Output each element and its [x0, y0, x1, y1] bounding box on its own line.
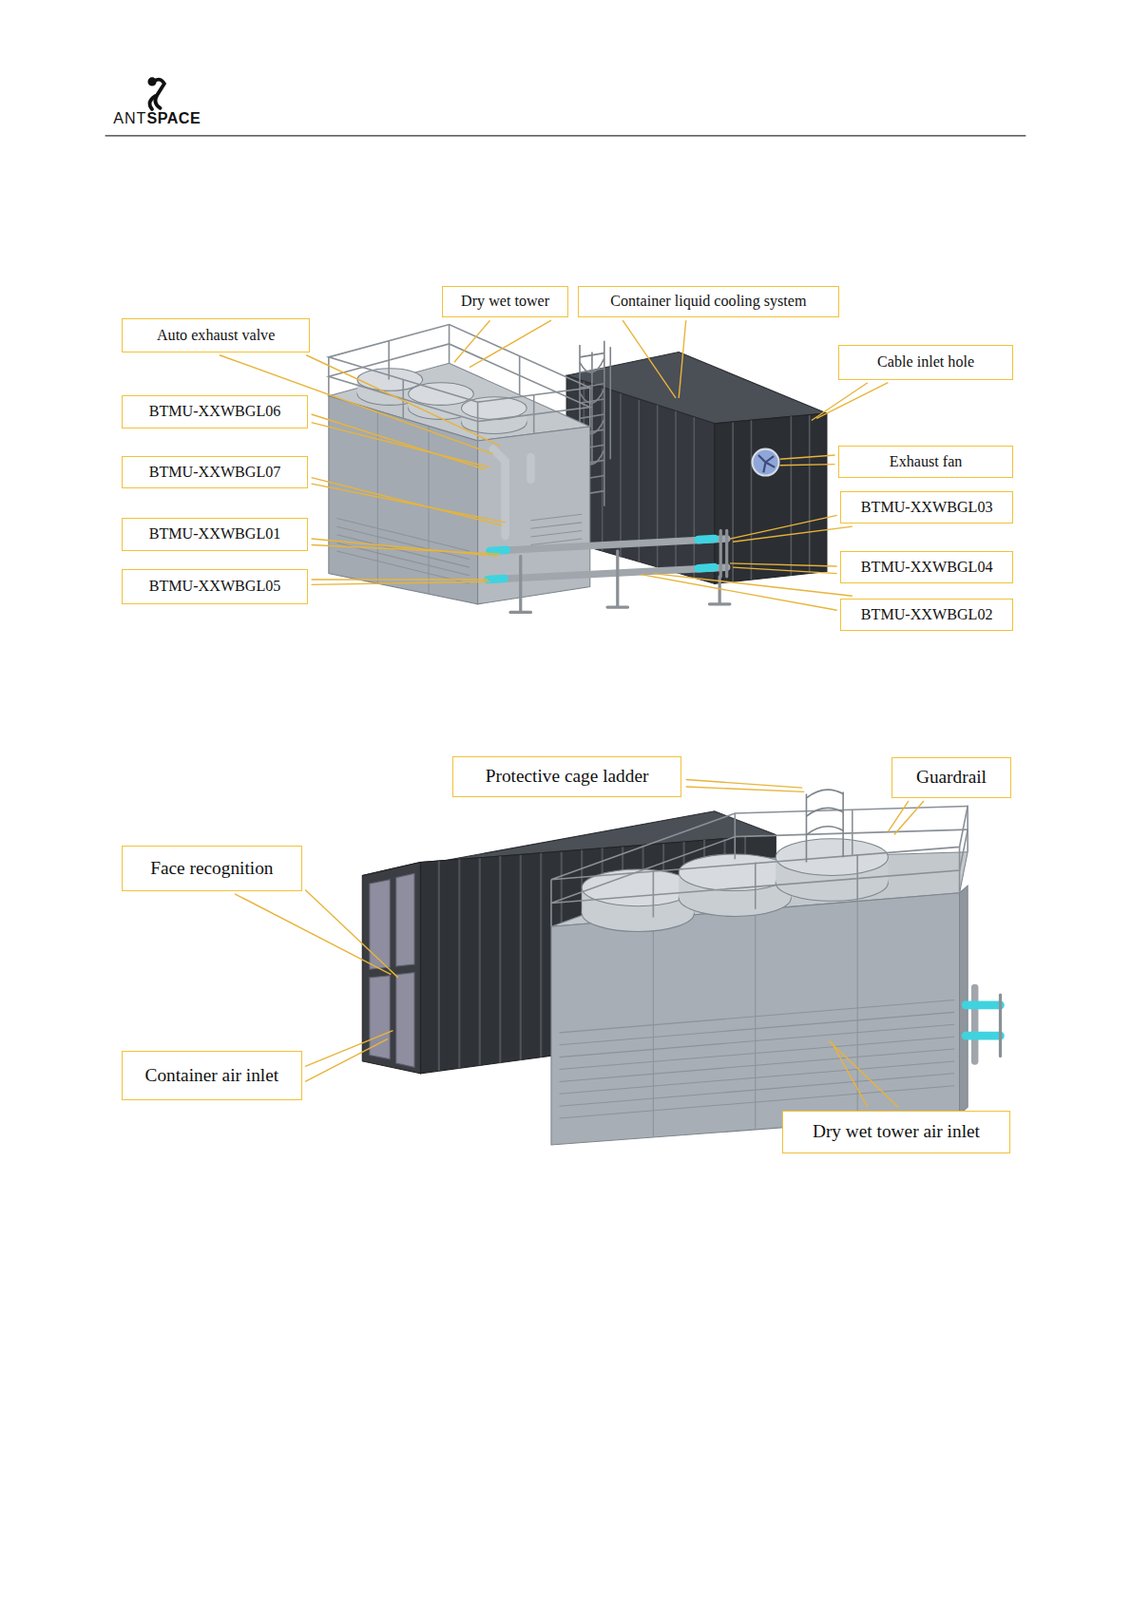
callout-text: BTMU-XXWBGL01: [149, 525, 282, 544]
callout-box: Dry wet tower air inlet: [782, 1111, 1012, 1154]
leader-lines-top: [219, 320, 888, 611]
callout-text: BTMU-XXWBGL07: [149, 463, 282, 482]
callout-text: Dry wet tower: [460, 292, 550, 311]
callout-text: Container liquid cooling system: [610, 292, 806, 311]
logo-text: SPACE: [146, 110, 201, 126]
callout-text: Container air inlet: [145, 1065, 280, 1087]
callout-text: BTMU-XXWBGL02: [861, 606, 994, 625]
callout-box: BTMU-XXWBGL05: [121, 569, 309, 605]
callout-box: Container liquid cooling system: [577, 286, 840, 318]
callout-text: Guardrail: [916, 766, 987, 788]
callout-text: Protective cage ladder: [485, 766, 650, 787]
logo-icon: [149, 78, 165, 110]
pipes-bottom: [965, 988, 1001, 1062]
callout-text: Dry wet tower air inlet: [812, 1121, 980, 1143]
callout-box: Face recognition: [121, 845, 303, 891]
callout-text: BTMU-XXWBGL05: [149, 577, 282, 596]
callout-box: BTMU-XXWBGL07: [121, 456, 309, 489]
logo-text: ANT: [113, 110, 147, 126]
leader-lines-bottom: [234, 780, 924, 1109]
callout-box: Exhaust fan: [838, 445, 1015, 478]
callout-box: Protective cage ladder: [452, 756, 683, 798]
callout-box: Container air inlet: [121, 1051, 303, 1101]
container-top: [566, 352, 827, 585]
callout-text: Auto exhaust valve: [156, 326, 275, 346]
callout-box: BTMU-XXWBGL04: [840, 551, 1015, 584]
callout-text: BTMU-XXWBGL06: [149, 402, 282, 422]
callout-text: BTMU-XXWBGL03: [861, 498, 994, 518]
callout-box: Cable inlet hole: [838, 345, 1015, 381]
header-rule: [105, 134, 1027, 136]
callout-box: Auto exhaust valve: [121, 318, 311, 352]
callout-text: Exhaust fan: [889, 453, 963, 472]
tower-top: [328, 325, 591, 605]
callout-box: Guardrail: [891, 757, 1013, 799]
pipes-top: [487, 449, 730, 614]
tower-bottom: [551, 789, 1001, 1146]
callout-text: BTMU-XXWBGL04: [861, 558, 994, 577]
callout-box: BTMU-XXWBGL03: [840, 491, 1015, 524]
callout-text: Cable inlet hole: [877, 353, 975, 372]
callout-box: BTMU-XXWBGL02: [840, 598, 1015, 631]
callout-box: Dry wet tower: [441, 286, 569, 318]
callout-text: Face recognition: [150, 858, 273, 880]
callout-box: BTMU-XXWBGL01: [121, 517, 309, 552]
callout-box: BTMU-XXWBGL06: [121, 395, 309, 429]
cage-ladder: [805, 789, 844, 863]
